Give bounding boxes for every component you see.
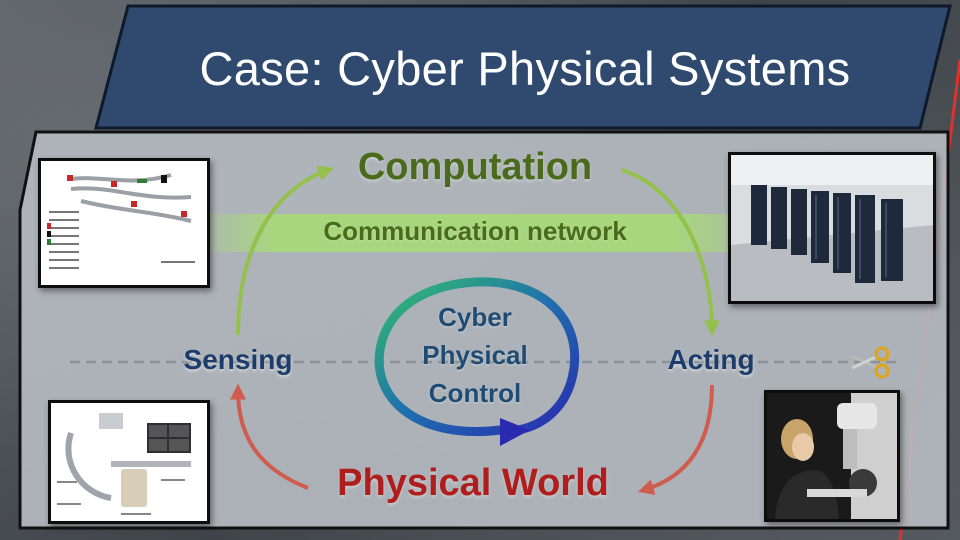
network-band xyxy=(190,214,760,252)
loop-line-1: Cyber xyxy=(438,302,512,332)
arrow-physical-to-sensing xyxy=(230,383,309,490)
physical-world-label: Physical World xyxy=(337,462,609,504)
scissors-icon xyxy=(848,344,892,380)
loop-line-2: Physical xyxy=(422,340,528,370)
paper-path-diagram-image xyxy=(38,158,210,288)
sensing-label: Sensing xyxy=(183,344,293,375)
microscope-operator-image xyxy=(764,390,900,522)
cyber-physical-control-label: Cyber Physical Control xyxy=(400,298,550,412)
arrow-computation-to-acting xyxy=(621,168,720,337)
computation-label: Computation xyxy=(357,146,593,188)
control-loop-arrowhead xyxy=(500,418,530,446)
slide-title: Case: Cyber Physical Systems xyxy=(199,41,851,95)
title-banner xyxy=(94,4,952,130)
x-ray-scanner-image xyxy=(48,400,210,524)
loop-line-3: Control xyxy=(428,378,522,408)
arrow-sensing-to-computation xyxy=(236,165,335,336)
arrow-acting-to-physical xyxy=(637,384,714,495)
acting-label: Acting xyxy=(667,344,755,375)
control-loop-arrow xyxy=(374,277,580,436)
communication-network-label: Communication network xyxy=(323,216,627,246)
server-room-image xyxy=(728,152,936,304)
